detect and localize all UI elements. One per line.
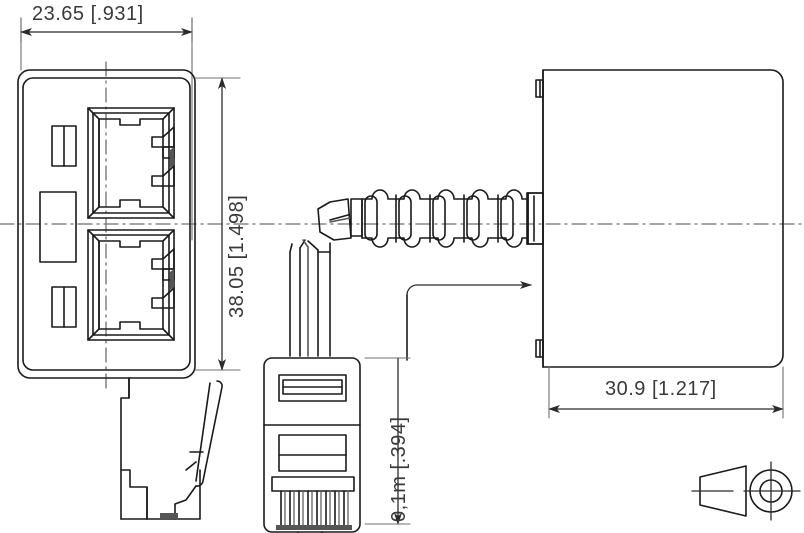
dimension-depth-30 <box>548 366 784 419</box>
strain-relief-boot <box>317 189 544 248</box>
rj45-jack-opening-upper <box>87 107 175 219</box>
cable-drop <box>289 239 331 357</box>
plug-contacts <box>280 490 349 526</box>
first-angle-projection-symbol <box>691 461 801 521</box>
dimension-cable-length <box>364 281 532 525</box>
dimension-label-width-top: 23.65 [.931] <box>32 3 144 25</box>
front-view-dual-rj45-faceplate <box>17 69 223 520</box>
dimension-label-cable-length: 0,1m [.394] <box>388 416 410 522</box>
centerlines <box>0 61 804 389</box>
dimension-label-height-38: 38.05 [1.498] <box>226 194 248 318</box>
rj45-jack-opening-lower <box>87 229 175 341</box>
side-view-housing-body <box>526 69 784 368</box>
dimension-height-38 <box>194 77 241 371</box>
dimension-label-depth-30: 30.9 [1.217] <box>605 378 717 400</box>
dimension-width-top <box>20 17 193 241</box>
rj45-plug-connector <box>263 357 361 533</box>
faceplate-latch-stub <box>120 377 223 520</box>
